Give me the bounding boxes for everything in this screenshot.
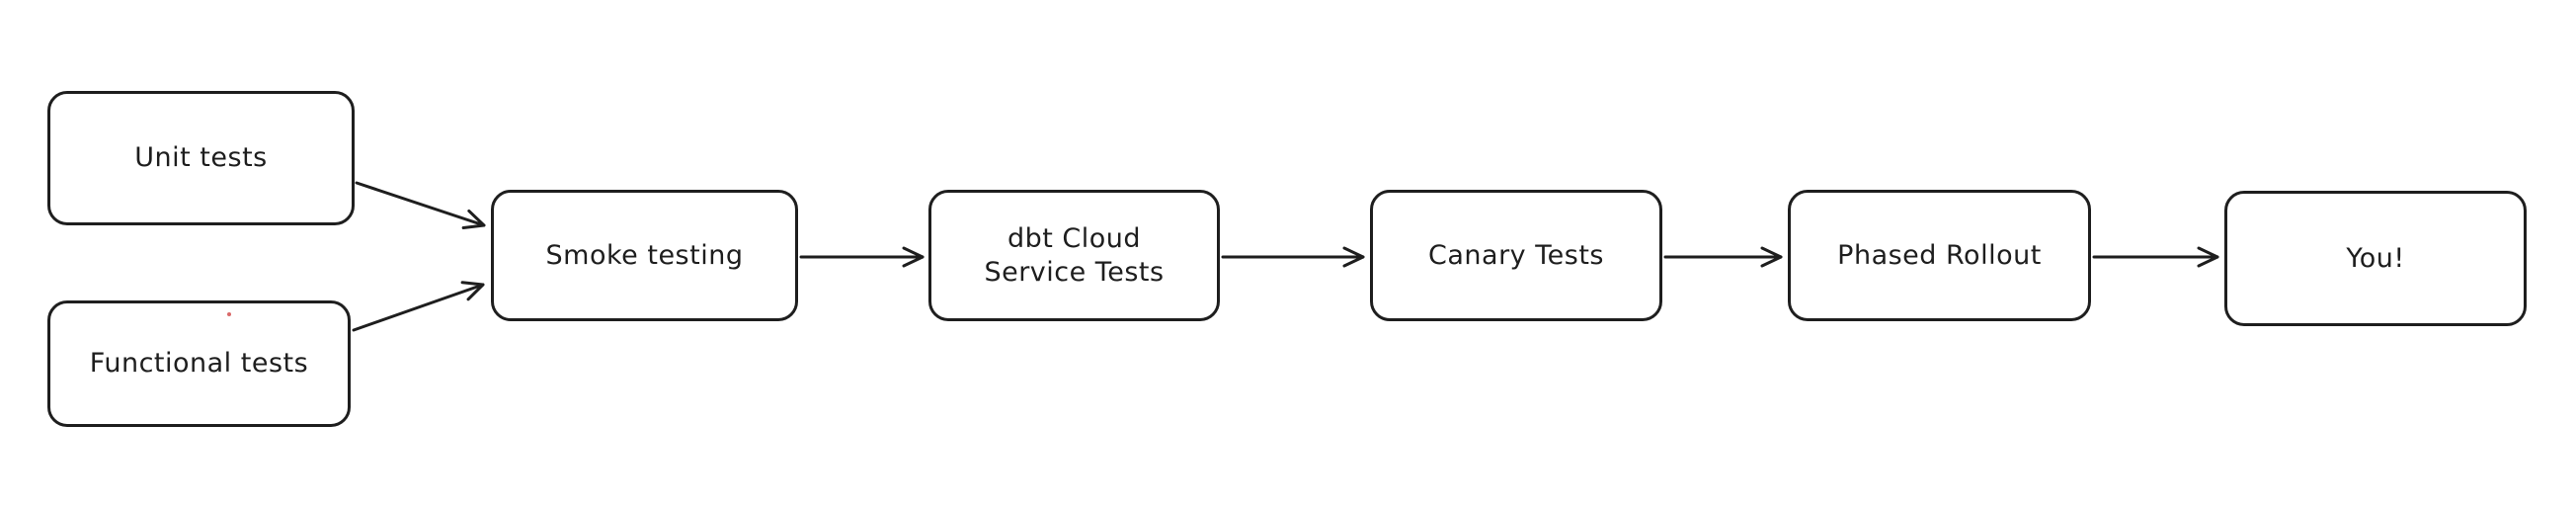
node-dbt-cloud-service-tests-label: dbt Cloud Service Tests [984,222,1165,288]
stray-red-mark [227,312,231,316]
node-canary-tests[interactable]: Canary Tests [1370,190,1662,321]
arrow-functional-tests-to-smoke-testing[interactable] [352,281,485,332]
node-functional-tests-label: Functional tests [89,348,309,380]
node-phased-rollout[interactable]: Phased Rollout [1788,190,2091,321]
node-phased-rollout-label: Phased Rollout [1837,239,2042,271]
node-unit-tests[interactable]: Unit tests [47,91,355,225]
node-you[interactable]: You! [2224,191,2527,326]
node-canary-tests-label: Canary Tests [1428,239,1604,271]
node-functional-tests[interactable]: Functional tests [47,300,351,427]
node-you-label: You! [2346,242,2405,274]
node-dbt-cloud-service-tests[interactable]: dbt Cloud Service Tests [928,190,1220,321]
node-smoke-testing[interactable]: Smoke testing [491,190,798,321]
node-smoke-testing-label: Smoke testing [545,239,744,271]
arrow-unit-tests-to-smoke-testing[interactable] [355,181,486,230]
node-unit-tests-label: Unit tests [134,142,268,174]
